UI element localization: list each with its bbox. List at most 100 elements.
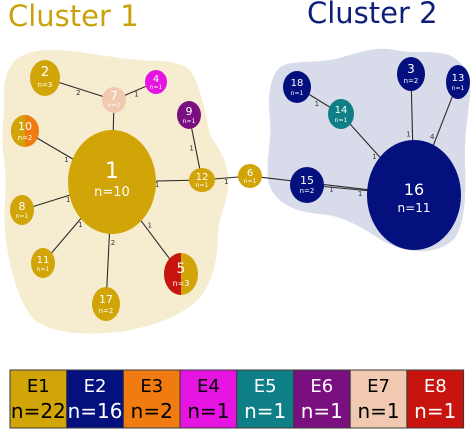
node-17[interactable]: 17n=2 <box>92 287 120 321</box>
node-12-count: n=1 <box>196 182 209 189</box>
node-7-circle <box>102 87 126 113</box>
edge-weight-label: 1 <box>64 156 68 164</box>
node-2-count: n=3 <box>38 81 53 89</box>
node-1-count: n=10 <box>94 185 130 200</box>
legend-swatch <box>293 369 351 429</box>
legend-item-e3: E3n=2 <box>122 369 181 429</box>
legend-item-e4: E4n=1 <box>179 369 238 429</box>
node-13-count: n=1 <box>452 85 465 92</box>
legend-count: n=1 <box>187 399 229 423</box>
edge-weight-label: 1 <box>66 196 70 204</box>
node-3-circle <box>397 57 425 91</box>
edge-weight-label: 1 <box>224 178 228 186</box>
node-10-label: 10 <box>18 120 32 133</box>
node-18-count: n=1 <box>291 90 304 97</box>
node-4[interactable]: 4n=1 <box>145 70 167 94</box>
node-9-count: n=1 <box>183 118 196 125</box>
node-12-label: 12 <box>196 172 209 183</box>
legend-swatch <box>66 369 124 429</box>
legend-item-e6: E6n=1 <box>293 369 351 429</box>
node-2-label: 2 <box>41 65 49 80</box>
node-5[interactable]: 5n=3 <box>164 253 198 295</box>
node-2-circle <box>30 60 60 96</box>
node-14-circle <box>328 99 354 129</box>
node-10[interactable]: 10n=2 <box>11 115 39 147</box>
node-5-split-sector <box>164 253 181 295</box>
node-15-circle <box>290 167 324 203</box>
legend-name: E4 <box>197 376 220 397</box>
legend-item-e2: E2n=16 <box>66 369 124 429</box>
node-4-label: 4 <box>153 74 159 85</box>
node-6-circle <box>238 164 262 188</box>
node-13-circle <box>446 65 470 99</box>
node-16-count: n=11 <box>398 201 431 215</box>
node-8-label: 8 <box>19 200 26 213</box>
legend-name: E7 <box>367 376 390 397</box>
legend-name: E1 <box>27 376 50 397</box>
node-13[interactable]: 13n=1 <box>446 65 470 99</box>
legend-item-e7: E7n=1 <box>349 369 408 429</box>
node-4-count: n=1 <box>150 84 163 91</box>
node-9-circle <box>177 101 201 129</box>
edge-weight-label: 4 <box>430 133 435 141</box>
node-1-circle <box>68 130 156 234</box>
node-16-circle <box>367 140 461 250</box>
node-1-label: 1 <box>105 159 119 184</box>
node-11[interactable]: 11n=1 <box>31 248 55 278</box>
node-16[interactable]: 16n=11 <box>367 140 461 250</box>
edge-weight-label: 1 <box>329 185 333 193</box>
node-4-circle <box>145 70 167 94</box>
edge-weight-label: 1 <box>406 131 410 139</box>
node-10-count: n=2 <box>18 134 33 142</box>
node-1[interactable]: 1n=10 <box>68 130 156 234</box>
node-2[interactable]: 2n=3 <box>30 60 60 96</box>
node-14-count: n=1 <box>335 117 348 124</box>
edge-weight-label: 1 <box>372 153 376 161</box>
legend-count: n=22 <box>11 399 66 423</box>
legend-swatch <box>236 369 295 429</box>
node-12[interactable]: 12n=1 <box>189 168 215 192</box>
node-15-label: 15 <box>300 174 314 187</box>
node-9[interactable]: 9n=1 <box>177 101 201 129</box>
node-5-label: 5 <box>177 261 186 277</box>
cluster-1-title: Cluster 1 <box>8 0 139 33</box>
node-10-split-sector <box>11 115 25 147</box>
legend-swatch <box>406 369 465 429</box>
node-3-label: 3 <box>407 62 415 76</box>
legend-name: E6 <box>310 376 333 397</box>
legend-item-e8: E8n=1 <box>406 369 465 429</box>
legend-name: E8 <box>424 376 447 397</box>
node-14[interactable]: 14n=1 <box>328 99 354 129</box>
node-9-label: 9 <box>186 105 193 118</box>
node-8[interactable]: 8n=1 <box>10 195 34 225</box>
legend-name: E5 <box>254 376 277 397</box>
legend-count: n=2 <box>131 399 173 423</box>
legend-swatch <box>122 369 181 429</box>
legend-count: n=1 <box>414 399 456 423</box>
node-6-label: 6 <box>247 168 253 179</box>
node-17-count: n=2 <box>99 307 114 315</box>
node-17-label: 17 <box>99 293 113 306</box>
legend-count: n=1 <box>301 399 343 423</box>
edge-weight-label: 1 <box>189 144 193 152</box>
legend-count: n=16 <box>68 399 123 423</box>
node-11-circle <box>31 248 55 278</box>
legend-swatch <box>9 369 68 429</box>
node-15[interactable]: 15n=2 <box>290 167 324 203</box>
edge-weight-label: 1 <box>315 100 319 108</box>
node-14-label: 14 <box>335 105 348 116</box>
node-6[interactable]: 6n=1 <box>238 164 262 188</box>
node-13-label: 13 <box>452 73 465 84</box>
node-8-count: n=1 <box>16 213 29 220</box>
node-7-label: 7 <box>110 89 118 103</box>
node-3[interactable]: 3n=2 <box>397 57 425 91</box>
legend-name: E2 <box>84 376 107 397</box>
node-11-count: n=1 <box>37 266 50 273</box>
edge-weight-label: 1 <box>147 222 151 230</box>
node-7[interactable]: 7n=2 <box>102 87 126 113</box>
node-18[interactable]: 18n=1 <box>283 71 311 103</box>
edge-weight-label: 1 <box>78 221 82 229</box>
node-3-count: n=2 <box>404 77 419 85</box>
edge-weight-label: 2 <box>111 239 115 247</box>
